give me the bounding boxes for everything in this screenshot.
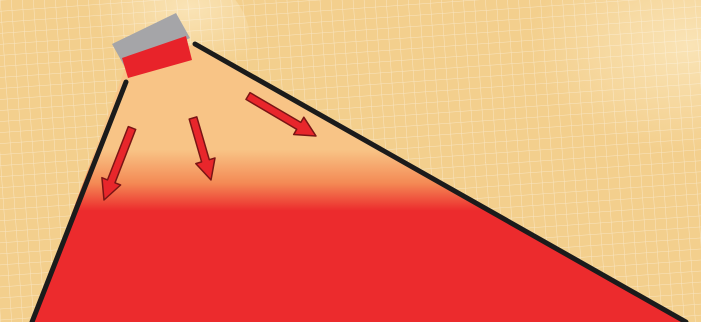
light-beam-diagram [0,0,701,322]
diagram-canvas [0,0,701,322]
